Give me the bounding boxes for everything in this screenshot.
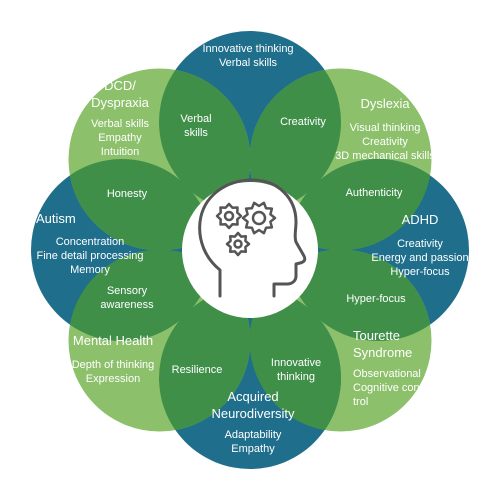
overlap-adhd-tourette: Hyper-focus: [346, 293, 406, 305]
petal-title: DCD/Dyspraxia: [91, 78, 149, 110]
head-with-gears-icon: [198, 178, 307, 298]
gear-icon: [215, 202, 243, 230]
petal-autism: Autism: [36, 211, 76, 228]
overlap-dyscalculia-dyslexia: Creativity: [280, 116, 326, 128]
overlap-autism-dcd: Honesty: [106, 188, 148, 200]
gear-icon: [241, 201, 277, 235]
petal-title: Dyscalculia: [215, 16, 281, 31]
petal-title: Mental Health: [72, 333, 154, 348]
center-disc: [182, 182, 318, 318]
gear-hole: [251, 210, 267, 226]
petal-title: Autism: [36, 211, 76, 226]
gear-icon: [225, 231, 251, 257]
head-outline: [198, 178, 307, 298]
petal-title: Dyslexia: [360, 96, 410, 111]
petal-title: ADHD: [401, 212, 439, 227]
gear-hole: [223, 210, 235, 222]
gear-hole: [233, 239, 243, 249]
overlap-dyslexia-adhd: Authenticity: [345, 187, 403, 199]
overlap-acquired-mental: Resilience: [171, 364, 223, 376]
